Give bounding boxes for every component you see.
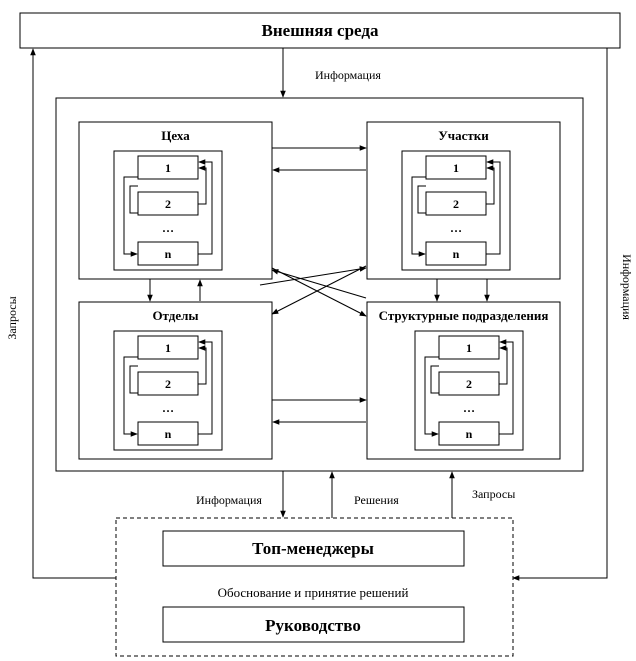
item-label: 2 [466, 377, 472, 391]
item-box [137, 335, 199, 360]
item-ellipsis: … [450, 221, 462, 235]
loop-left [123, 176, 138, 257]
item-label: n [453, 247, 460, 261]
requests-left-label: Запросы [5, 296, 19, 339]
item-ellipsis: … [162, 221, 174, 235]
loop-left-2 [129, 365, 138, 394]
item-label: 2 [165, 377, 171, 391]
info-bottom-label: Информация [196, 493, 262, 507]
inter-unit-arrows [147, 145, 490, 425]
item-label: 1 [165, 161, 171, 175]
units-layer: Цеха12n…Участки12n…Отделы12n…Структурные… [78, 121, 561, 460]
item-ellipsis: … [463, 401, 475, 415]
loop-left-2 [430, 365, 439, 394]
item-box [137, 371, 199, 396]
item-label: 1 [165, 341, 171, 355]
loop-right-2 [486, 165, 495, 205]
item-box [137, 155, 199, 180]
item-box [425, 155, 487, 180]
loop-right [198, 339, 213, 435]
organization-box [55, 97, 584, 472]
item-ellipsis: … [162, 401, 174, 415]
item-box [137, 421, 199, 446]
item-box [137, 191, 199, 216]
item-box [137, 241, 199, 266]
loop-left [123, 356, 138, 437]
leadership-title: Руководство [265, 616, 361, 635]
external-environment-title: Внешняя среда [262, 21, 379, 40]
top-managers-box [162, 530, 465, 567]
unit-title: Структурные подразделения [379, 308, 549, 323]
management-box [115, 517, 514, 657]
item-label: n [165, 247, 172, 261]
loop-right [486, 159, 501, 255]
item-box [438, 371, 500, 396]
item-box [438, 335, 500, 360]
inner-frame [113, 330, 223, 451]
unit-inner-group: 1 2 n … [113, 330, 223, 451]
leadership-box [162, 606, 465, 643]
item-label: 2 [453, 197, 459, 211]
unit-workshops: Цеха 1 2 n … [78, 121, 273, 280]
loop-left [411, 176, 426, 257]
unit-title: Цеха [161, 128, 190, 143]
requests-bottom-label: Запросы [472, 487, 515, 501]
item-box [425, 191, 487, 216]
info-top-label: Информация [315, 68, 381, 82]
unit-title: Участки [438, 128, 489, 143]
item-label: n [165, 427, 172, 441]
info-right-label: Информация [620, 254, 634, 320]
unit-title: Отделы [152, 308, 198, 323]
loop-right-2 [499, 345, 508, 385]
loop-left [424, 356, 439, 437]
item-box [425, 241, 487, 266]
unit-departments: Отделы 1 2 n … [78, 301, 273, 460]
unit-structural-divisions: Структурные подразделения 1 2 n … [366, 301, 561, 460]
loop-right-2 [198, 345, 207, 385]
unit-inner-group: 1 2 n … [113, 150, 223, 271]
decisions-label: Решения [354, 493, 399, 507]
item-label: 2 [165, 197, 171, 211]
loop-left-2 [129, 185, 138, 214]
item-label: 1 [466, 341, 472, 355]
loop-right [499, 339, 514, 435]
item-label: 1 [453, 161, 459, 175]
requests-left-line [30, 48, 116, 579]
inner-frame [113, 150, 223, 271]
decision-process-label: Обоснование и принятие решений [218, 585, 409, 600]
loop-right-2 [198, 165, 207, 205]
inner-frame [401, 150, 511, 271]
unit-inner-group: 1 2 n … [414, 330, 524, 451]
external-environment-box [19, 12, 621, 49]
top-managers-title: Топ-менеджеры [252, 539, 374, 558]
inner-frame [414, 330, 524, 451]
loop-right [198, 159, 213, 255]
management-flows [280, 471, 455, 518]
item-box [438, 421, 500, 446]
loop-left-2 [417, 185, 426, 214]
unit-sections: Участки 1 2 n … [366, 121, 561, 280]
unit-inner-group: 1 2 n … [401, 150, 511, 271]
info-right-line [512, 48, 608, 581]
item-label: n [466, 427, 473, 441]
